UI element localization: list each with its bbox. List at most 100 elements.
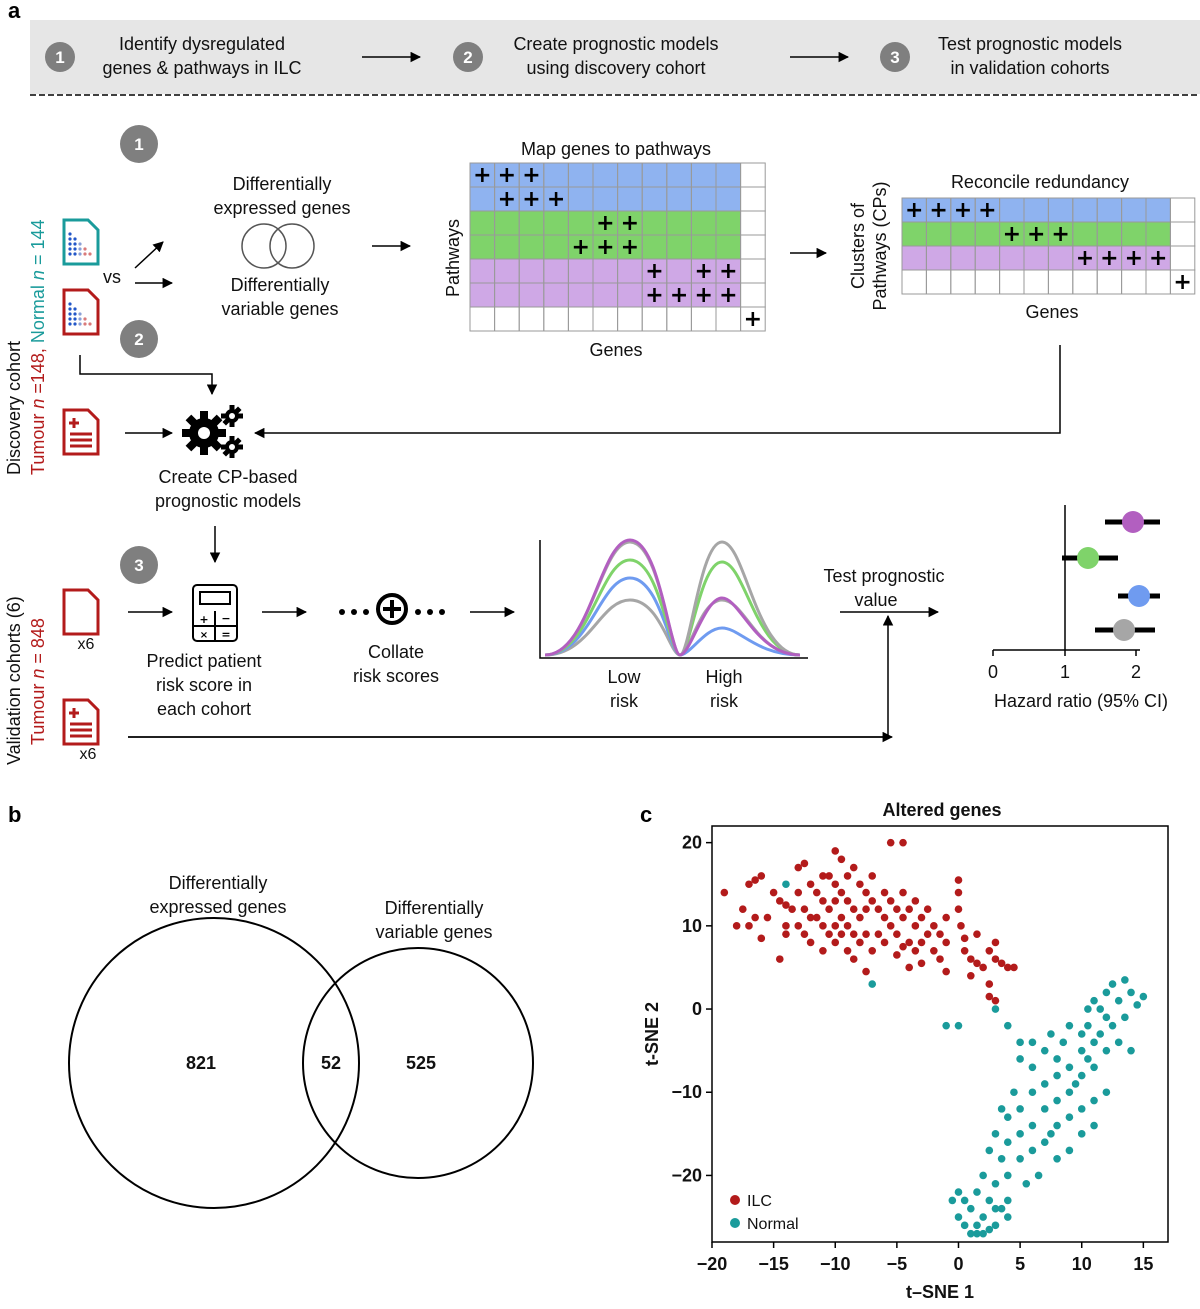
mini-venn-dv-circle xyxy=(269,223,315,269)
ilc-point xyxy=(942,913,950,922)
ilc-point xyxy=(917,959,926,968)
ilc-point xyxy=(911,947,920,955)
ilc-point xyxy=(985,947,994,955)
normal-point xyxy=(1053,1155,1061,1163)
grid-cell xyxy=(974,269,1001,295)
grid-cell xyxy=(1121,269,1147,295)
ilc-point xyxy=(831,938,840,947)
grid-plus: + xyxy=(719,283,737,308)
grid-cell xyxy=(592,306,619,332)
normal-point xyxy=(1016,1155,1024,1163)
ilc-point xyxy=(985,992,994,1001)
grid-plus: + xyxy=(1003,222,1021,247)
ilc-point xyxy=(720,888,729,897)
file-dot xyxy=(68,307,72,311)
grid-cell xyxy=(617,306,643,332)
file-dot xyxy=(83,247,87,251)
normal-point xyxy=(1084,1021,1092,1030)
ilc-point xyxy=(843,872,852,880)
tumour-data-file-icon xyxy=(62,288,100,336)
grid-cell xyxy=(1169,245,1196,271)
venn-dv-circle xyxy=(302,947,534,1179)
step-number: 3 xyxy=(890,48,899,67)
hr-point-green xyxy=(1077,547,1099,569)
validation-cohort-label: Validation cohorts (6) xyxy=(4,596,24,765)
risk-distribution-plot xyxy=(539,538,808,659)
ilc-point xyxy=(874,930,883,938)
step-badge-3 xyxy=(120,546,158,584)
ilc-point xyxy=(973,959,981,968)
venn-dv-label-line1: Differentially xyxy=(385,898,484,918)
y-tick-label: −20 xyxy=(671,1165,702,1185)
ilc-point xyxy=(794,888,803,897)
normal-point xyxy=(1028,1038,1037,1047)
dist-axes xyxy=(539,540,808,659)
ilc-point xyxy=(862,967,870,976)
ilc-point xyxy=(819,897,827,905)
grid-plus: + xyxy=(473,163,491,188)
ilc-point xyxy=(936,955,944,963)
ilc-point xyxy=(985,980,994,988)
normal-point xyxy=(1108,980,1117,988)
hr-point-purple xyxy=(1122,511,1144,533)
file-dot xyxy=(78,242,82,246)
ilc-point xyxy=(936,930,944,938)
normal-point xyxy=(1003,1171,1012,1180)
file-dot xyxy=(68,317,72,321)
normal-point xyxy=(1090,1096,1098,1105)
step-badge-2 xyxy=(120,320,158,358)
venn-overlap-count: 52 xyxy=(321,1053,341,1073)
ilc-point xyxy=(849,930,858,938)
grid-cell xyxy=(1047,269,1074,295)
hr-point-blue xyxy=(1128,585,1150,607)
normal-point xyxy=(1040,1105,1049,1113)
normal-point xyxy=(1053,1055,1061,1063)
grid-plus: + xyxy=(621,235,639,260)
normal-point xyxy=(1133,1001,1141,1009)
ilc-point xyxy=(905,905,913,913)
ilc-point xyxy=(757,934,766,943)
x-tick-label: 5 xyxy=(1015,1254,1025,1274)
svg-text:+: + xyxy=(199,613,208,626)
normal-point xyxy=(979,1213,987,1221)
ilc-point xyxy=(831,880,840,889)
de-label-line1: Differentially xyxy=(233,174,332,194)
ilc-point xyxy=(893,905,901,913)
normal-point xyxy=(782,880,790,889)
ilc-point xyxy=(825,905,833,913)
ilc-point xyxy=(739,905,747,913)
normal-point xyxy=(991,1179,1000,1188)
map-ylabel: Pathways xyxy=(443,219,463,297)
ilc-point xyxy=(794,863,803,872)
normal-point xyxy=(973,1221,981,1230)
ilc-point xyxy=(745,880,753,889)
ilc-point xyxy=(763,913,772,922)
normal-point xyxy=(1059,1038,1068,1047)
file-dot xyxy=(73,242,77,246)
normal-point xyxy=(1090,996,1098,1005)
hazard-ratio-forest-plot: 0 1 2 Hazard ratio (95% CI) xyxy=(988,505,1168,711)
normal-point xyxy=(991,1221,1000,1230)
ilc-point xyxy=(837,913,846,922)
scatter-xlabel: t–SNE 1 xyxy=(906,1282,974,1302)
ilc-point xyxy=(849,863,858,872)
grid-plus: + xyxy=(1100,246,1118,271)
normal-point xyxy=(985,1196,994,1205)
panel-letter-c: c xyxy=(640,802,652,827)
normal-point xyxy=(1127,1046,1135,1055)
ilc-point xyxy=(942,938,950,947)
ilc-point xyxy=(806,913,815,922)
file-dot xyxy=(68,312,72,316)
ilc-point xyxy=(911,922,920,930)
grid-cell xyxy=(740,210,766,236)
ilc-point xyxy=(1003,963,1012,972)
grid-row-band xyxy=(902,198,1171,222)
high-risk-line2: risk xyxy=(710,691,739,711)
file-dot xyxy=(73,312,77,316)
ilc-point xyxy=(957,922,965,930)
normal-point xyxy=(1127,988,1135,997)
grid-cell xyxy=(740,162,766,188)
grid-cell xyxy=(1072,269,1098,295)
collate-icon xyxy=(339,593,445,625)
normal-point xyxy=(997,1204,1006,1213)
